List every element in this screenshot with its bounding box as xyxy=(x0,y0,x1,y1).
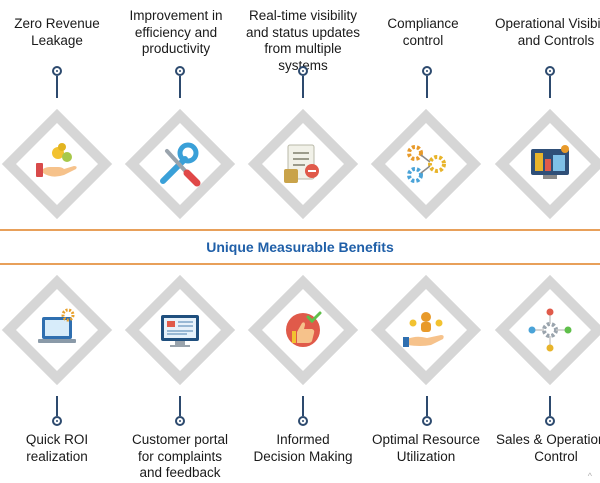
pin-connector xyxy=(549,396,551,416)
pin-connector xyxy=(179,396,181,416)
bottom-benefit-3-diamond xyxy=(366,270,486,390)
pin-dot xyxy=(52,416,62,426)
top-benefit-1-diamond xyxy=(120,104,240,224)
banner-top-rule xyxy=(0,229,600,231)
pin-dot xyxy=(545,66,555,76)
laptop-gear-icon xyxy=(38,308,76,343)
top-benefit-label-2: Real-time visibility and status updates … xyxy=(245,8,361,73)
bottom-benefit-4-diamond xyxy=(490,270,600,390)
hand-people-icon xyxy=(403,312,444,347)
wrench-screwdriver-icon xyxy=(160,142,201,187)
bottom-benefit-label-1: Customer portal for complaints and feedb… xyxy=(131,432,229,480)
pin-connector xyxy=(549,76,551,98)
top-benefit-3-diamond xyxy=(366,104,486,224)
pin-connector xyxy=(56,396,58,416)
network-gear-icon xyxy=(528,308,572,352)
top-benefit-0-diamond xyxy=(0,104,117,224)
pin-connector xyxy=(179,76,181,98)
pin-dot xyxy=(298,416,308,426)
pin-connector xyxy=(426,76,428,98)
pin-connector xyxy=(302,396,304,416)
pin-connector xyxy=(426,396,428,416)
pin-dot xyxy=(298,66,308,76)
dashboard-monitor-icon xyxy=(531,145,569,179)
pin-dot xyxy=(545,416,555,426)
document-stack-icon xyxy=(284,144,319,183)
top-benefit-4-diamond xyxy=(490,104,600,224)
pin-dot xyxy=(52,66,62,76)
pin-dot xyxy=(175,416,185,426)
corner-caret-mark: ^ xyxy=(587,471,592,481)
bottom-benefit-label-0: Quick ROI realization xyxy=(25,432,89,464)
portal-monitor-icon xyxy=(161,315,199,347)
bottom-benefit-label-3: Optimal Resource Utilization xyxy=(371,432,481,464)
bottom-benefit-label-4: Sales & Operational Control xyxy=(495,432,600,464)
banner-bottom-rule xyxy=(0,263,600,265)
bottom-benefit-2-diamond xyxy=(243,270,363,390)
hand-coins-icon xyxy=(36,143,77,177)
bottom-benefit-1-diamond xyxy=(120,270,240,390)
top-benefit-label-3: Compliance control xyxy=(387,16,459,48)
pin-dot xyxy=(422,416,432,426)
top-benefit-2-diamond xyxy=(243,104,363,224)
top-benefit-label-1: Improvement in efficiency and productivi… xyxy=(129,8,223,56)
pin-dot xyxy=(175,66,185,76)
bottom-benefit-0-diamond xyxy=(0,270,117,390)
bottom-benefit-label-2: Informed Decision Making xyxy=(253,432,353,464)
thumbs-up-check-icon xyxy=(286,311,322,347)
pin-dot xyxy=(422,66,432,76)
top-benefit-label-0: Zero Revenue Leakage xyxy=(14,16,100,48)
banner-title: Unique Measurable Benefits xyxy=(206,239,394,255)
pin-connector xyxy=(302,76,304,98)
gears-flow-icon xyxy=(407,145,446,183)
pin-connector xyxy=(56,76,58,98)
top-benefit-label-4: Operational Visibility and Controls xyxy=(494,16,600,48)
